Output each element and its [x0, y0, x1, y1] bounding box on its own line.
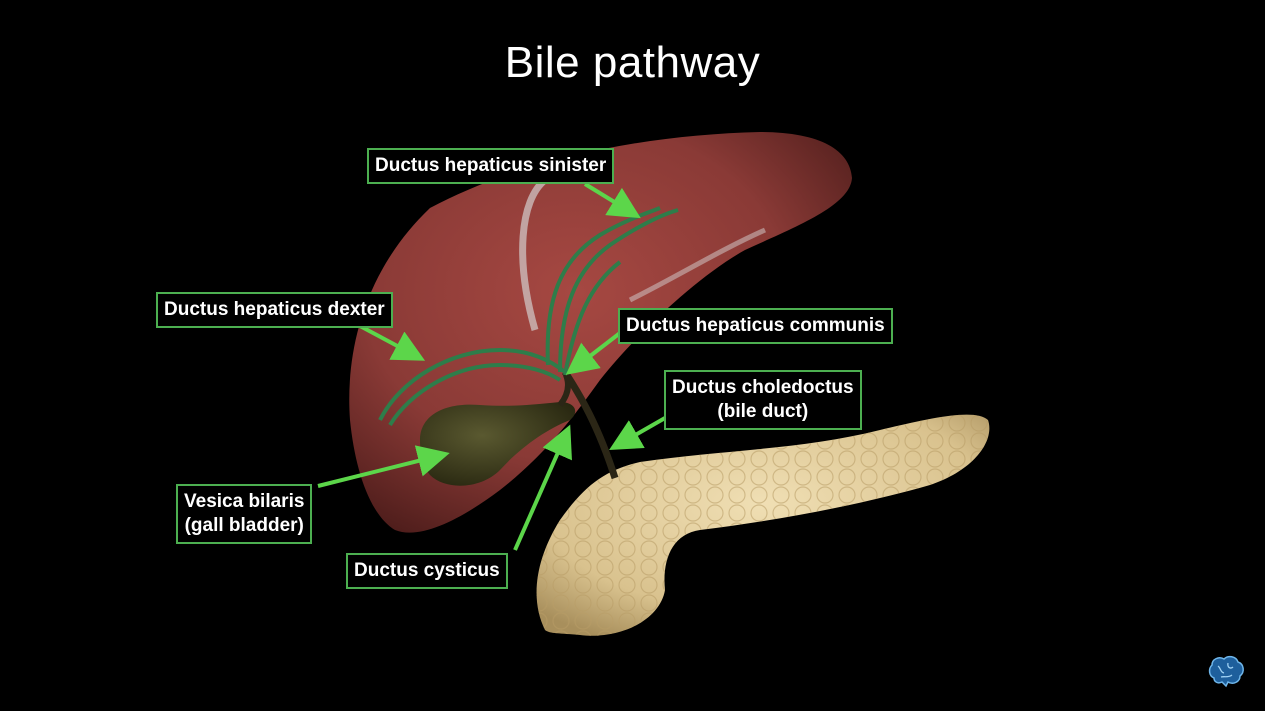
pointer-arrows: [317, 182, 666, 551]
label-text-line2: (gall bladder): [184, 515, 304, 536]
label-text-line2: (bile duct): [717, 401, 809, 422]
arrow-sinister: [583, 182, 641, 219]
label-ductus-hepaticus-communis: Ductus hepaticus communis: [618, 308, 893, 344]
gallbladder-shape: [420, 402, 576, 486]
label-text: Ductus hepaticus communis: [626, 315, 885, 336]
label-text: Ductus hepaticus sinister: [375, 155, 607, 176]
arrow-choledoctus: [609, 416, 666, 450]
label-ductus-choledoctus: Ductus choledoctus (bile duct): [664, 370, 862, 430]
pancreas-texture: [536, 414, 990, 636]
label-ductus-hepaticus-sinister: Ductus hepaticus sinister: [367, 148, 615, 184]
arrow-vesica: [317, 445, 450, 488]
label-text-line1: Vesica bilaris: [184, 491, 305, 512]
label-text: Ductus hepaticus dexter: [164, 299, 385, 320]
label-text-line1: Ductus choledoctus: [672, 377, 854, 398]
brain-icon: [1208, 655, 1244, 688]
liver-ligament: [519, 177, 548, 331]
page-title: Bile pathway: [504, 38, 761, 87]
cystic-duct: [557, 373, 571, 407]
arrow-communis: [565, 331, 622, 375]
label-ductus-hepaticus-dexter: Ductus hepaticus dexter: [156, 292, 393, 328]
liver-fissure: [628, 227, 767, 303]
arrow-cysticus: [513, 424, 572, 551]
label-vesica-bilaris: Vesica bilaris (gall bladder): [176, 484, 313, 544]
arrow-dexter: [359, 324, 426, 361]
label-ductus-cysticus: Ductus cysticus: [346, 553, 508, 589]
label-text: Ductus cysticus: [354, 560, 500, 581]
